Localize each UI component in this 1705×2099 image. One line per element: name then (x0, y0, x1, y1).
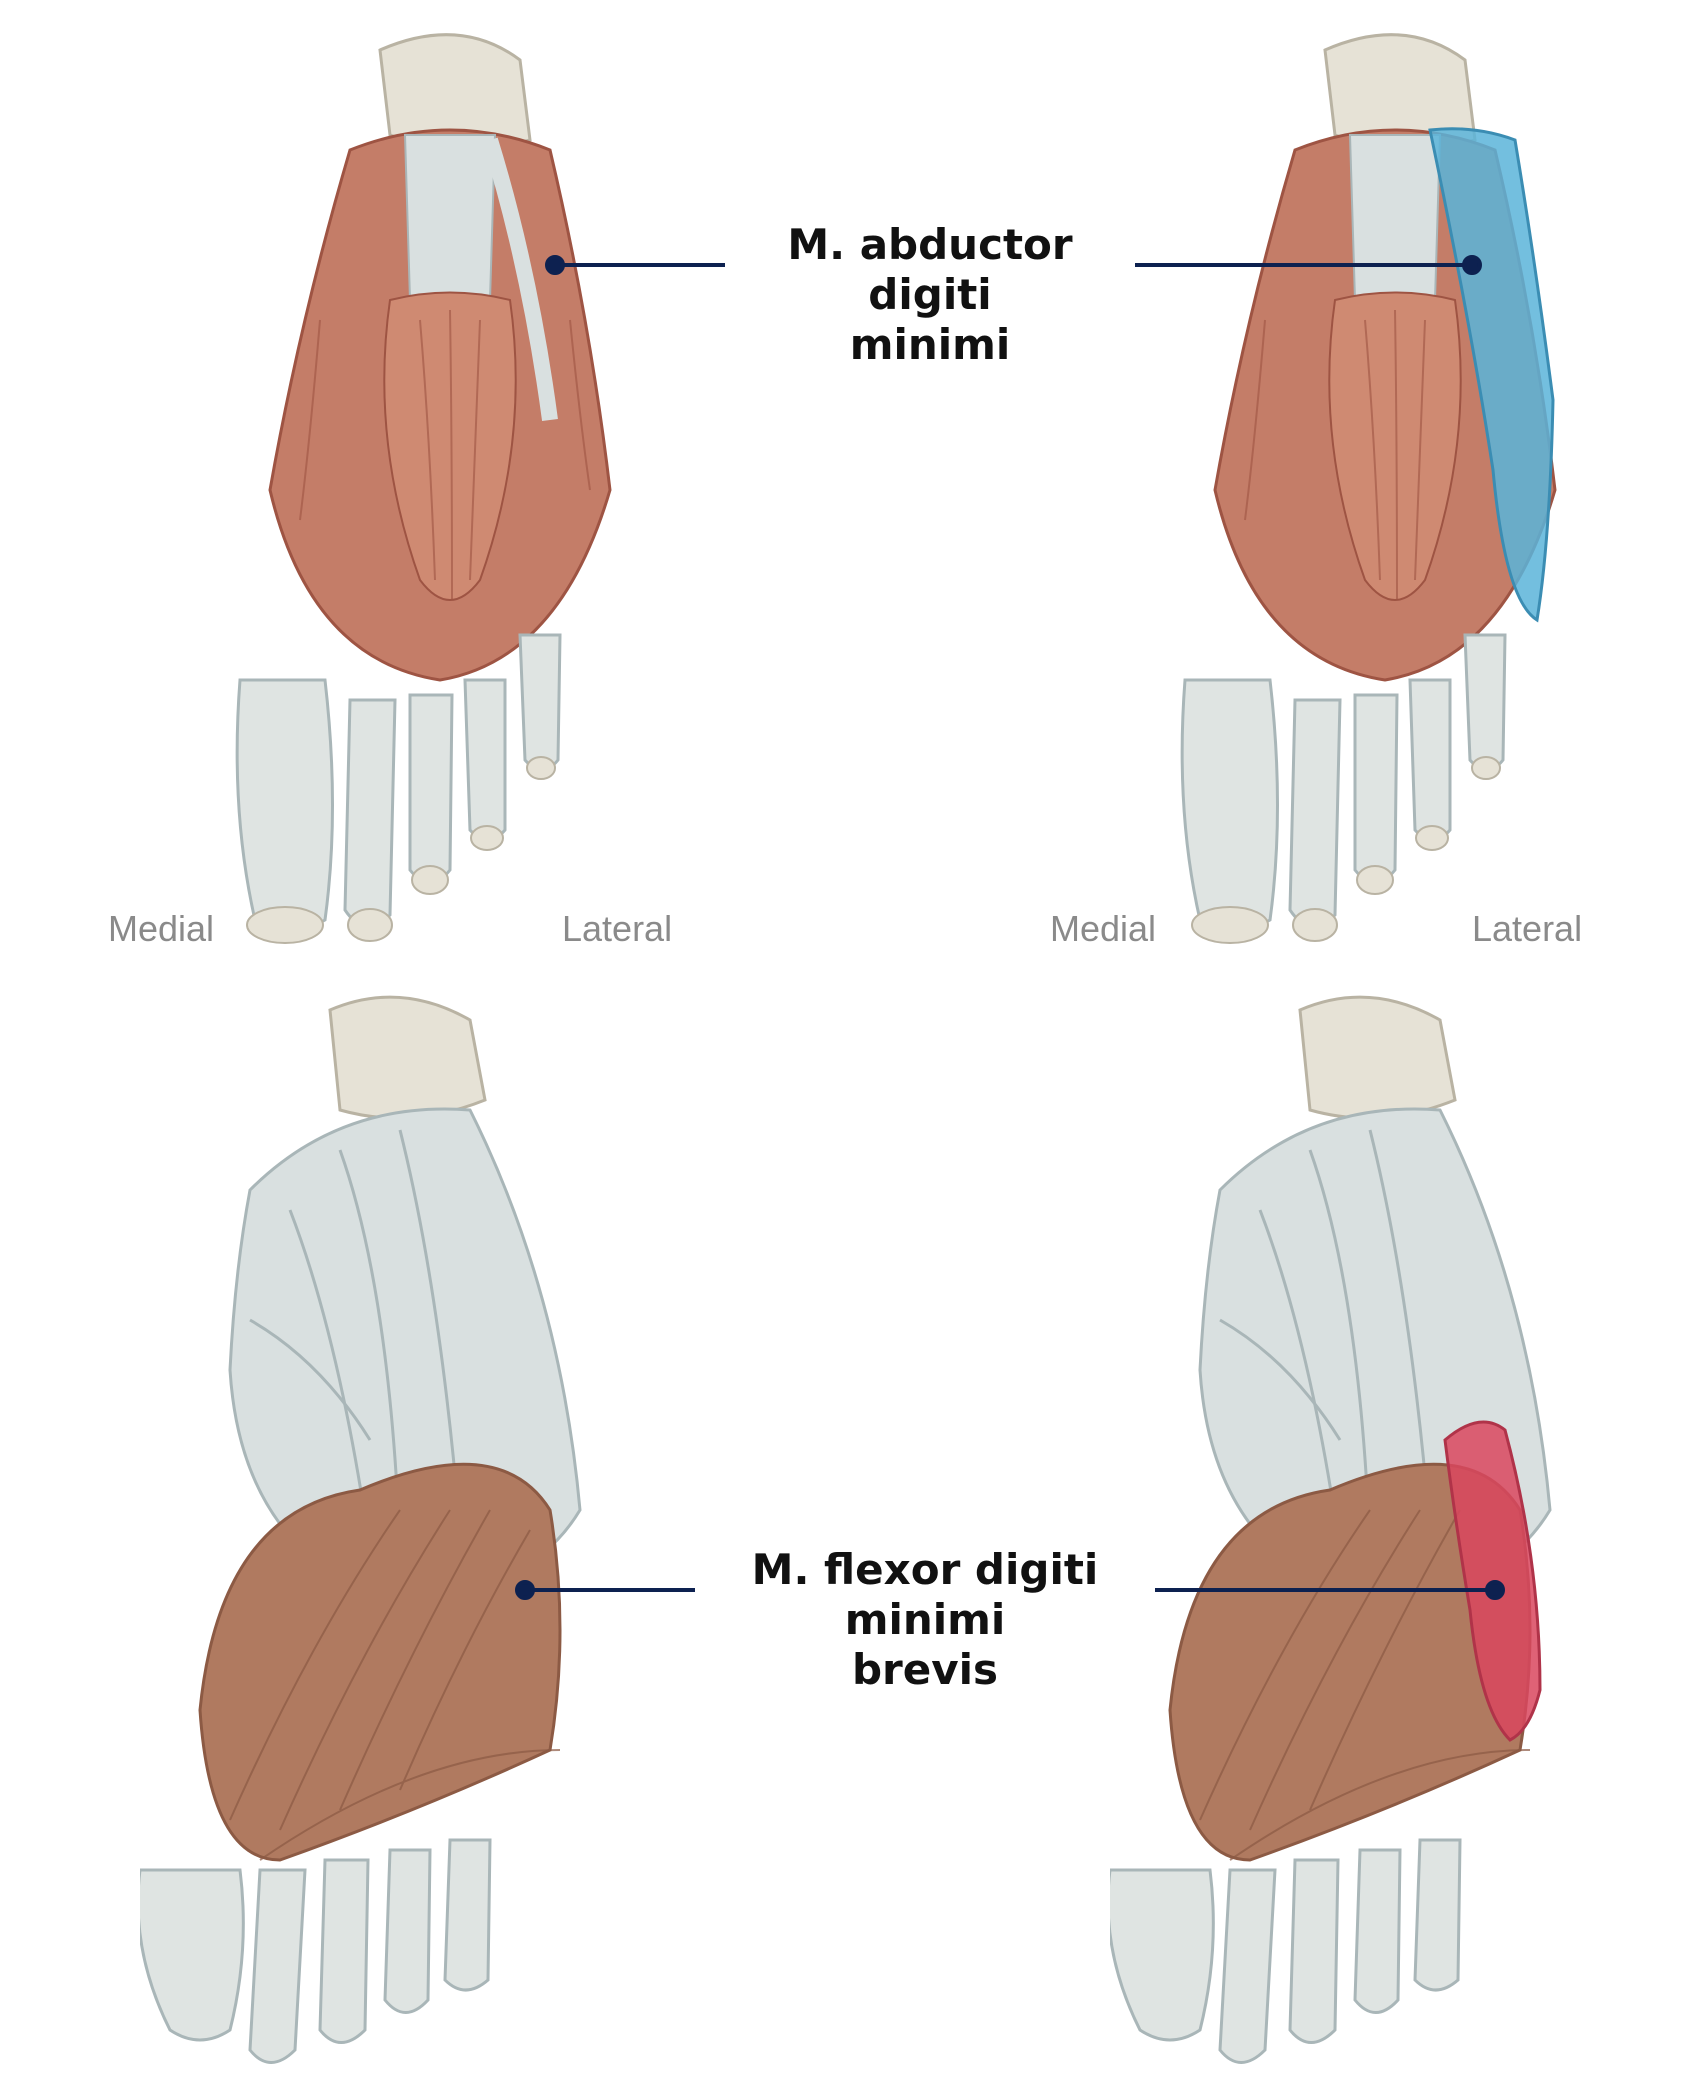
medial-label-top-left: Medial (108, 908, 215, 949)
abductor-digiti-minimi-highlight (1428, 127, 1555, 623)
abductor-label-line1: M. abductor digiti (787, 220, 1073, 319)
top-left-leader-dot (545, 255, 565, 275)
top-right-leader-dot (1462, 255, 1482, 275)
abductor-digiti-minimi-label: M. abductor digiti minimi (730, 220, 1130, 370)
flexor-digiti-minimi-brevis-label: M. flexor digiti minimi brevis (700, 1545, 1150, 1695)
lateral-label-top-left: Lateral (562, 908, 673, 949)
bottom-right-leader-dot (1485, 1580, 1505, 1600)
bottom-left-leader-dot (515, 1580, 535, 1600)
foot-superficial-illustration (235, 33, 612, 944)
lateral-label-top-right: Lateral (1472, 908, 1583, 949)
foot-deep-highlighted (1110, 990, 1590, 2080)
foot-deep-illustration (140, 995, 582, 2064)
foot-deep-plain (140, 990, 620, 2080)
foot-superficial-plain (230, 20, 670, 960)
flexor-label-line1: M. flexor digiti minimi (751, 1545, 1099, 1644)
flexor-label-line2: brevis (851, 1645, 999, 1694)
foot-deep-highlight-illustration (1110, 995, 1552, 2064)
abductor-label-line2: minimi (849, 320, 1011, 369)
medial-label-top-right: Medial (1050, 908, 1157, 949)
